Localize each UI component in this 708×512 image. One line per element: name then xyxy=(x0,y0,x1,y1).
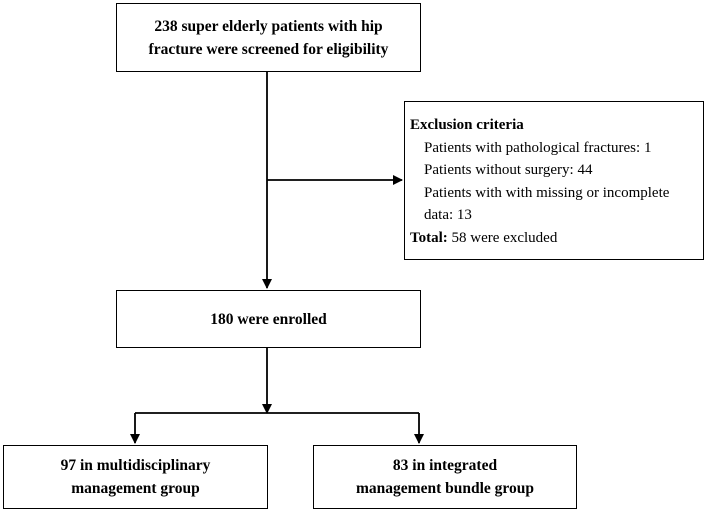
exclusion-item-missing-data: Patients with with missing or incomplete xyxy=(424,184,670,201)
multidisciplinary-group-box: 97 in multidisciplinary management group xyxy=(3,445,268,509)
exclusion-total: Total: 58 were excluded xyxy=(410,230,557,246)
group-b-line-2: management bundle group xyxy=(356,480,534,497)
exclusion-item-missing-data-cont: data: 13 xyxy=(424,207,472,223)
exclusion-criteria-box: Exclusion criteria Patients with patholo… xyxy=(404,101,704,260)
group-b-line-1: 83 in integrated xyxy=(392,457,498,474)
group-a-line-1: 97 in multidisciplinary xyxy=(60,457,211,474)
exclusion-total-label: Total: xyxy=(410,229,448,246)
integrated-bundle-group-box: 83 in integrated management bundle group xyxy=(313,445,577,509)
enrolled-box: 180 were enrolled xyxy=(116,290,421,348)
screened-line-2: fracture were screened for eligibility xyxy=(148,40,389,58)
exclusion-total-text: 58 were excluded xyxy=(447,229,558,246)
screened-line-1: 238 super elderly patients with hip xyxy=(154,17,383,35)
exclusion-item-no-surgery: Patients without surgery: 44 xyxy=(424,162,593,178)
enrolled-label: 180 were enrolled xyxy=(210,310,327,328)
exclusion-item-pathological: Patients with pathological fractures: 1 xyxy=(424,139,652,156)
exclusion-heading: Exclusion criteria xyxy=(410,117,524,133)
group-a-line-2: management group xyxy=(71,480,200,497)
screened-box: 238 super elderly patients with hip frac… xyxy=(116,3,421,72)
